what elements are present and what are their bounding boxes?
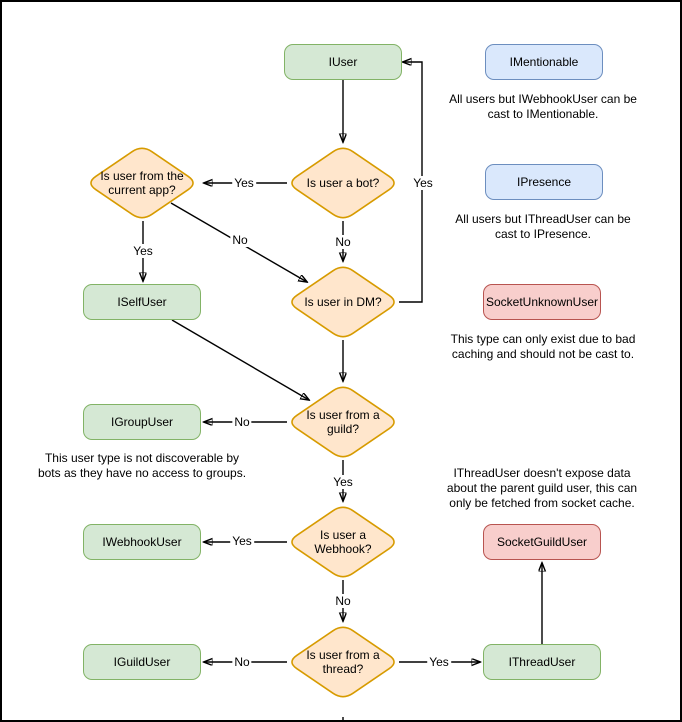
decision-is-user-from-guild: Is user from a guild? (287, 384, 399, 460)
node-socketguilduser: SocketGuildUser (483, 524, 601, 560)
edge-label-current-app-yes: Yes (131, 244, 155, 258)
decision-is-user-from-thread: Is user from a thread? (287, 624, 399, 700)
node-iguilduser: IGuildUser (83, 644, 201, 680)
node-imentionable: IMentionable (485, 44, 603, 80)
decision-is-user-from-current-app: Is user from the current app? (86, 145, 198, 221)
note-igroup-user: This user type is not discoverable by bo… (37, 451, 247, 480)
note-socket-unknown-user: This type can only exist due to bad cach… (450, 332, 636, 361)
decision-label: Is user from a thread? (306, 647, 380, 676)
note-imentionable: All users but IWebhookUser can be cast t… (449, 92, 637, 121)
decision-label: Is user a bot? (306, 175, 380, 190)
edge-label-current-app-no: No (230, 233, 250, 247)
decision-label: Is user from a guild? (306, 407, 380, 436)
decision-label: Is user a Webhook? (314, 527, 372, 556)
decision-label: Is user in DM? (304, 294, 382, 309)
node-socketunknownuser: SocketUnknownUser (483, 284, 601, 320)
node-iselfuser: ISelfUser (83, 284, 201, 320)
edge-label-thread-no: No (232, 655, 252, 669)
note-ipresence: All users but IThreadUser can be cast to… (455, 212, 631, 241)
edge-iselfuser-to-guild (171, 319, 309, 400)
edge-label-bot-yes: Yes (232, 176, 256, 190)
decision-label: Is user from the current app? (100, 168, 184, 197)
edge-label-dm-yes: Yes (411, 176, 435, 190)
node-ithreaduser: IThreadUser (483, 644, 601, 680)
edge-label-webhook-yes: Yes (230, 534, 254, 548)
note-ithread-user: IThreadUser doesn't expose data about th… (446, 466, 638, 510)
decision-is-user-a-bot: Is user a bot? (287, 145, 399, 221)
node-iuser: IUser (284, 44, 402, 80)
edge-label-bot-no: No (333, 235, 353, 249)
edge-label-thread-yes: Yes (427, 655, 451, 669)
node-ipresence: IPresence (485, 164, 603, 200)
edge-label-guild-yes: Yes (331, 475, 355, 489)
node-igroupuser: IGroupUser (83, 404, 201, 440)
decision-is-user-in-dm: Is user in DM? (287, 264, 399, 340)
decision-is-user-a-webhook: Is user a Webhook? (287, 504, 399, 580)
node-iwebhookuser: IWebhookUser (83, 524, 201, 560)
edge-label-guild-no: No (232, 415, 252, 429)
edge-label-webhook-no: No (333, 594, 353, 608)
